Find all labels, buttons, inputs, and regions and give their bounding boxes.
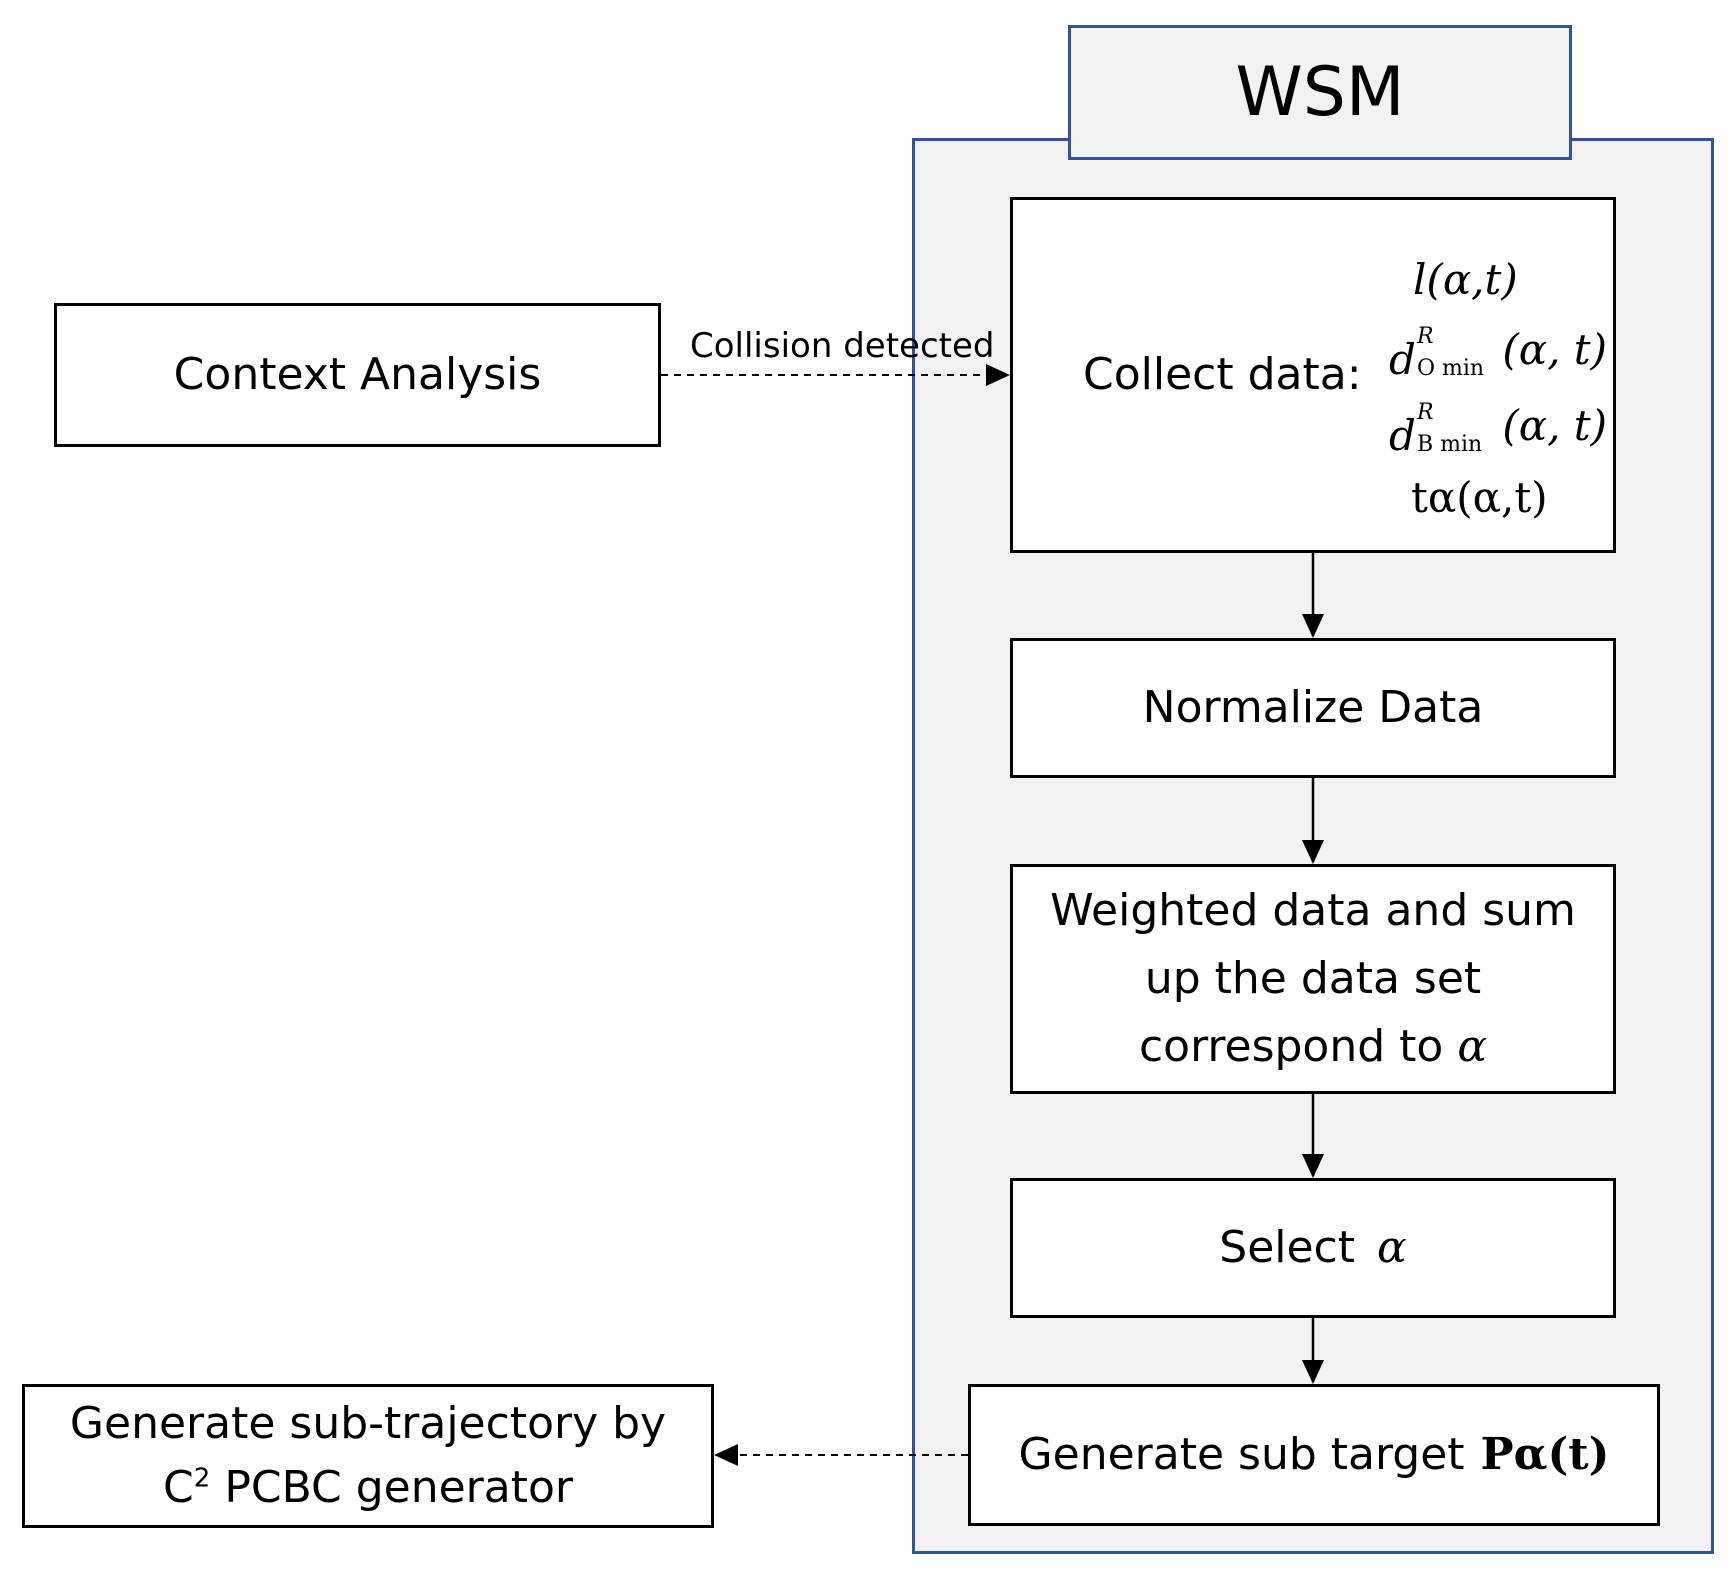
formula-dist-obstacle: d R O min (α, t) bbox=[1389, 318, 1608, 384]
generator-name: PCBC generator bbox=[224, 1462, 573, 1513]
wsm-title: WSM bbox=[1068, 25, 1572, 160]
generator-c: C bbox=[163, 1462, 194, 1513]
context-analysis-text: Context Analysis bbox=[173, 349, 542, 400]
collision-detected-label: Collision detected bbox=[690, 326, 995, 366]
formula-time-text: tα(α,t) bbox=[1411, 473, 1548, 522]
generator-c-superscript: 2 bbox=[193, 1463, 211, 1494]
formula-dist-boundary-base: d bbox=[1389, 411, 1416, 460]
collect-data-node: Collect data: l(α,t) d R O min (α, t) d … bbox=[1010, 197, 1616, 553]
normalize-data-node: Normalize Data bbox=[1010, 638, 1616, 778]
formula-dist-boundary: d R B min (α, t) bbox=[1389, 394, 1608, 460]
formula-length: l(α,t) bbox=[1413, 248, 1518, 311]
collect-data-label: Collect data: bbox=[1083, 349, 1362, 400]
generate-sub-trajectory-text: Generate sub-trajectory by C2 PCBC gener… bbox=[70, 1392, 666, 1520]
sub-target-formula: Pα(t) bbox=[1480, 1429, 1610, 1480]
formula-length-text: l(α,t) bbox=[1413, 255, 1518, 304]
weighted-sum-node: Weighted data and sum up the data set co… bbox=[1010, 864, 1616, 1094]
formula-time: tα(α,t) bbox=[1411, 466, 1548, 529]
formula-dist-boundary-args: (α, t) bbox=[1502, 401, 1608, 450]
weighted-sum-line-2: up the data set bbox=[1144, 952, 1482, 1004]
generate-sub-target-node: Generate sub target Pα(t) bbox=[968, 1384, 1660, 1526]
generate-sub-trajectory-node: Generate sub-trajectory by C2 PCBC gener… bbox=[22, 1384, 714, 1528]
weighted-sum-line-1: Weighted data and sum bbox=[1050, 884, 1576, 936]
weighted-sum-line-3-text: correspond to bbox=[1138, 1021, 1444, 1073]
select-text: Select bbox=[1219, 1222, 1356, 1273]
wsm-title-text: WSM bbox=[1235, 53, 1405, 132]
generate-sub-trajectory-line-1: Generate sub-trajectory by bbox=[69, 1398, 667, 1450]
weighted-sum-line-3: correspond to α bbox=[1050, 1013, 1576, 1081]
select-alpha: α bbox=[1377, 1222, 1407, 1273]
select-alpha-node: Select α bbox=[1010, 1178, 1616, 1318]
generate-sub-trajectory-line-2: C2 PCBC generator bbox=[70, 1456, 666, 1520]
normalize-data-text: Normalize Data bbox=[1142, 682, 1484, 733]
context-analysis-node: Context Analysis bbox=[54, 303, 661, 447]
weighted-sum-text: Weighted data and sum up the data set co… bbox=[1050, 877, 1576, 1082]
formula-dist-obstacle-args: (α, t) bbox=[1502, 325, 1608, 374]
formula-dist-obstacle-sup: R bbox=[1417, 324, 1434, 349]
formula-dist-obstacle-sub: O min bbox=[1417, 356, 1485, 381]
weighted-sum-alpha: α bbox=[1457, 1021, 1488, 1073]
formula-dist-obstacle-base: d bbox=[1389, 335, 1416, 384]
formula-dist-boundary-sub: B min bbox=[1417, 432, 1483, 457]
formula-dist-boundary-sup: R bbox=[1417, 400, 1434, 425]
generate-sub-target-text: Generate sub target bbox=[1018, 1429, 1465, 1480]
